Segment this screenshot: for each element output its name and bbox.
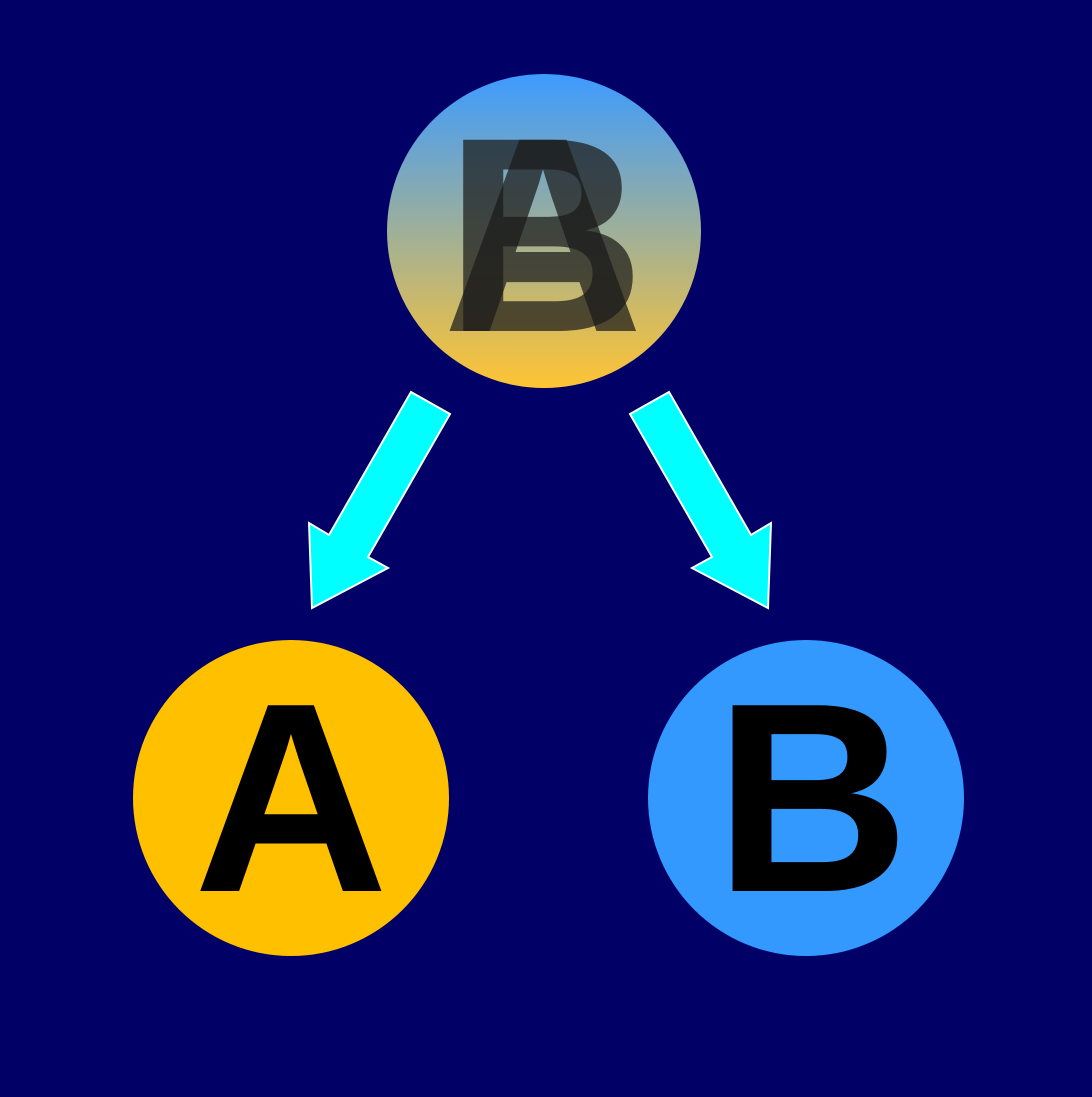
node-b-letter: B — [715, 648, 910, 949]
top-node: B A — [387, 74, 701, 390]
top-node-letter-a: A — [443, 79, 644, 390]
arrow-to-node-b — [628, 390, 773, 610]
top-node-circle — [387, 74, 701, 388]
node-a-letter: A — [194, 648, 389, 949]
node-a-circle — [133, 640, 449, 956]
node-b-circle — [648, 640, 964, 956]
node-a: A — [133, 640, 449, 956]
arrow-to-node-a — [307, 390, 452, 610]
top-node-letter-b: B — [445, 79, 646, 390]
node-b: B — [648, 640, 964, 956]
